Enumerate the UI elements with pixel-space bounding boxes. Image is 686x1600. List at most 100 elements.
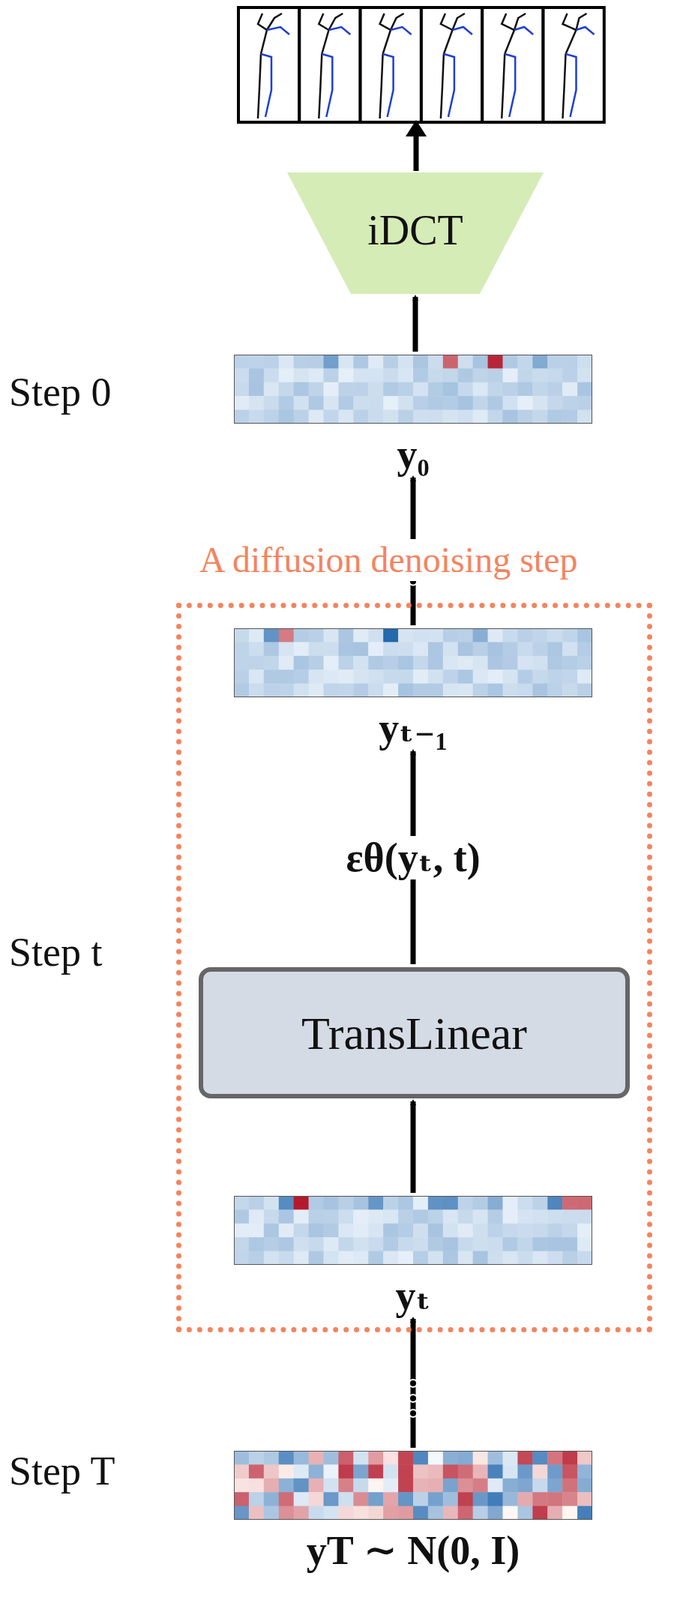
heat-cell xyxy=(233,669,249,684)
heat-cell xyxy=(383,641,399,657)
trapezoid-fill xyxy=(287,172,544,294)
heat-cell xyxy=(577,354,593,369)
heat-cell xyxy=(323,1491,339,1507)
heat-cell xyxy=(577,1237,593,1252)
heat-cell xyxy=(488,628,504,643)
heat-cell xyxy=(278,628,294,643)
heat-cell xyxy=(473,368,489,383)
idct-trapezoid: iDCT xyxy=(287,172,544,294)
heat-cell xyxy=(383,1450,399,1465)
heat-cell xyxy=(488,1195,504,1211)
heat-cell xyxy=(233,368,249,383)
heat-cell xyxy=(413,410,429,424)
heat-cell xyxy=(353,1237,369,1252)
heat-cell xyxy=(278,1450,294,1465)
heat-cell xyxy=(263,354,279,369)
heat-cell xyxy=(473,1450,489,1465)
frame-border xyxy=(482,7,543,123)
heat-cell xyxy=(353,656,369,671)
heatmap-strip xyxy=(233,1195,593,1265)
heat-cell xyxy=(562,382,578,397)
heat-cell xyxy=(413,1223,429,1238)
heat-cell xyxy=(263,410,279,424)
heat-cell xyxy=(443,1464,459,1479)
heat-cell xyxy=(532,683,548,698)
heat-cell xyxy=(293,683,309,698)
heat-cell xyxy=(547,354,563,369)
heat-cell xyxy=(353,1464,369,1479)
heat-cell xyxy=(323,354,339,369)
heat-cell xyxy=(458,1450,474,1465)
heat-cell xyxy=(562,354,578,369)
heat-cell xyxy=(368,1209,384,1224)
heat-cell xyxy=(278,382,294,397)
heat-cell xyxy=(458,1251,474,1265)
heat-cell xyxy=(368,1464,384,1479)
heat-cell xyxy=(473,656,489,671)
heat-cell xyxy=(503,628,519,643)
heat-cell xyxy=(383,1237,399,1252)
heat-cell xyxy=(248,1478,264,1493)
heat-cell xyxy=(293,1478,309,1493)
dots-gap xyxy=(408,1378,418,1388)
heat-cell xyxy=(473,1251,489,1265)
heat-cell xyxy=(503,1209,519,1224)
heat-cell xyxy=(443,1237,459,1252)
heat-cell xyxy=(383,1464,399,1479)
heat-cell xyxy=(368,683,384,698)
vector-label: y₀ xyxy=(233,434,593,475)
heat-cell xyxy=(517,382,533,397)
heat-cell xyxy=(413,1195,429,1211)
module-name: iDCT xyxy=(367,209,464,252)
heat-cell xyxy=(562,656,578,671)
heat-cell xyxy=(383,1478,399,1493)
heat-cell xyxy=(428,683,444,698)
heat-cell xyxy=(488,641,504,657)
heat-cell xyxy=(338,382,354,397)
heat-cell xyxy=(443,395,459,411)
heat-cell xyxy=(263,395,279,411)
heat-cell xyxy=(368,1237,384,1252)
heat-cell xyxy=(308,628,324,643)
heat-cell xyxy=(248,382,264,397)
frame-border xyxy=(421,7,483,123)
heat-cell xyxy=(368,410,384,424)
heat-cell xyxy=(532,1251,548,1265)
heat-cell xyxy=(398,656,414,671)
heat-cell xyxy=(383,1195,399,1211)
heat-cell xyxy=(383,1251,399,1265)
heat-cell xyxy=(248,1491,264,1507)
heat-cell xyxy=(473,1195,489,1211)
group-title: A diffusion denoising step xyxy=(194,539,582,582)
skeleton-left xyxy=(563,13,588,119)
heat-cell xyxy=(547,410,563,424)
dashed-group: A diffusion denoising stepyₜ₋₁TransLinea… xyxy=(176,602,653,1333)
heat-cell xyxy=(413,1251,429,1265)
heat-cell xyxy=(308,1450,324,1465)
heat-cell xyxy=(562,1478,578,1493)
heat-cell xyxy=(368,1223,384,1238)
heat-cell xyxy=(293,410,309,424)
skeleton-right xyxy=(260,26,290,117)
heat-cell xyxy=(503,368,519,383)
heat-cell xyxy=(413,382,429,397)
heat-cell xyxy=(248,1464,264,1479)
heat-cell xyxy=(263,1223,279,1238)
heat-cell xyxy=(428,382,444,397)
heat-cell xyxy=(368,1478,384,1493)
heat-cell xyxy=(323,1209,339,1224)
heat-cell xyxy=(263,382,279,397)
heat-cell xyxy=(368,395,384,411)
heat-cell xyxy=(353,1209,369,1224)
heat-cell xyxy=(562,1237,578,1252)
heat-cell xyxy=(233,1506,249,1520)
heat-cell xyxy=(517,628,533,643)
heat-cell xyxy=(532,1223,548,1238)
heat-cell xyxy=(503,641,519,657)
vector-strip: yₜ₋₁ xyxy=(233,628,593,749)
vector-strip: yₜ xyxy=(233,1195,593,1316)
heat-cell xyxy=(443,1195,459,1211)
heat-cell xyxy=(577,1478,593,1493)
heat-cell xyxy=(503,382,519,397)
heat-cell xyxy=(577,382,593,397)
